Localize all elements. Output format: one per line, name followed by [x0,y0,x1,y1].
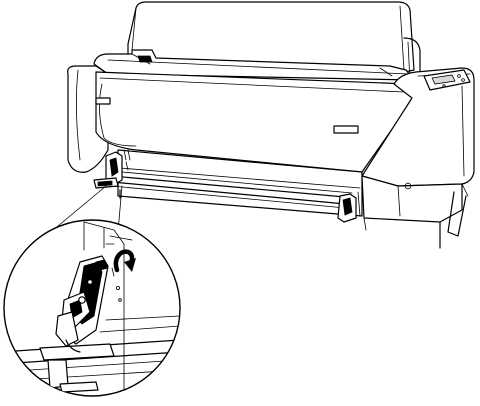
printer-right-side [361,67,475,187]
printer-icon [67,1,475,249]
stand-knob [404,182,412,190]
rotate-arrow-icon [113,249,136,273]
detail-view [3,219,181,397]
front-cover-slot-right [333,125,359,134]
roll-cover [93,49,415,81]
front-cover-slot-left [95,97,111,105]
printer-stand-right [361,175,469,249]
guide-hole [116,285,121,290]
control-panel [423,69,471,91]
paper-guide-lever-icon [4,221,180,396]
panel-button [442,84,446,88]
guide-hole [118,298,122,302]
paper-guide-right [337,191,361,223]
panel-button [457,74,461,78]
paper-guide-left [93,149,131,189]
panel-button [461,78,465,82]
lcd-display [431,74,456,85]
paper-path [111,149,363,217]
